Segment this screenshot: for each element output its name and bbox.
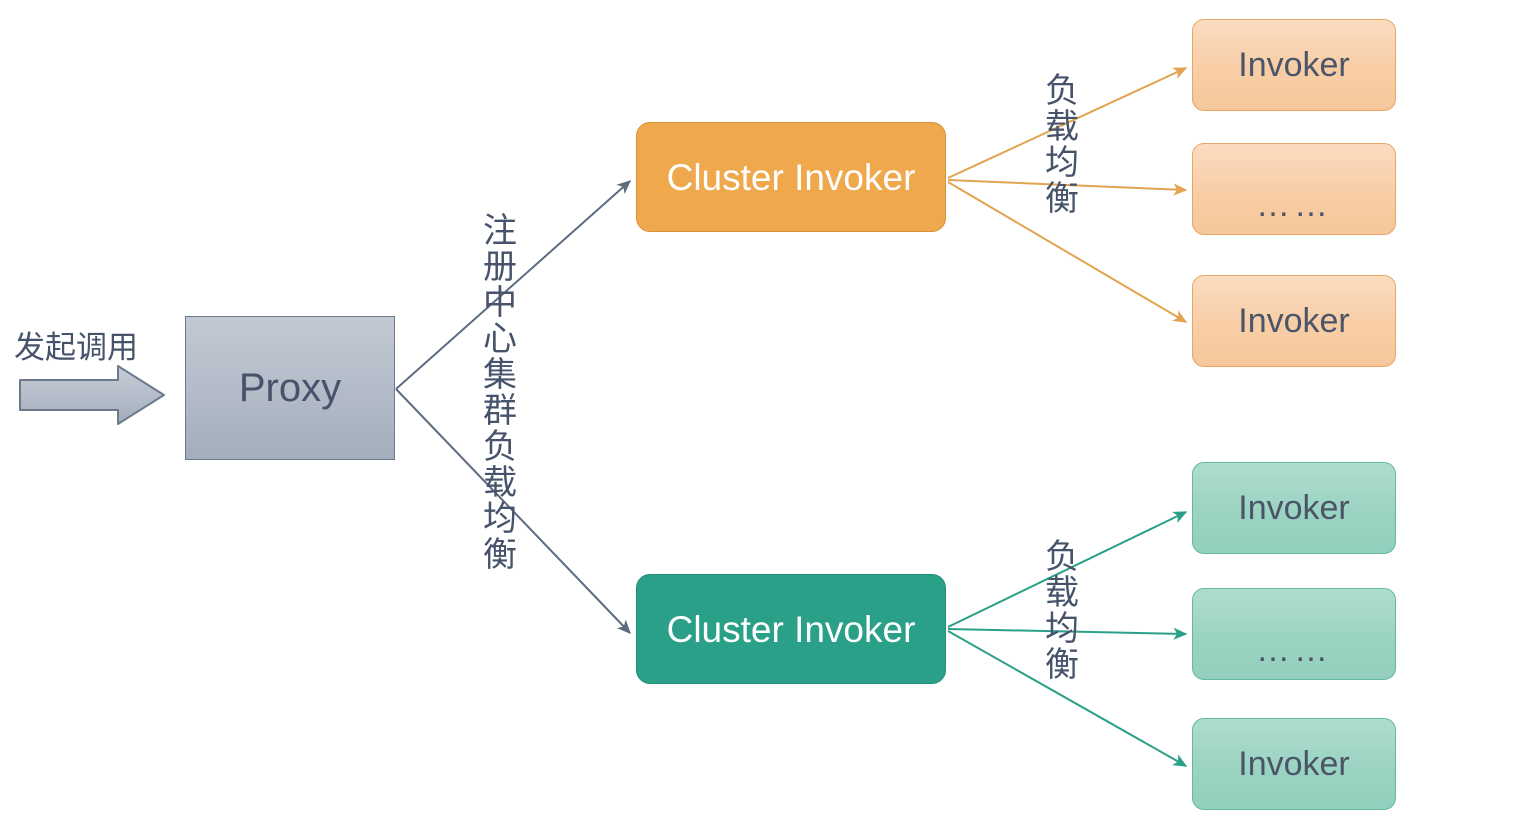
node-invoker-orange-1-label: Invoker (1238, 46, 1350, 84)
node-invoker-green-2[interactable]: …… (1192, 588, 1396, 680)
node-invoker-green-2-label: …… (1256, 631, 1332, 669)
edge-label-load-balance-top: 负载均衡 (1039, 72, 1078, 216)
invoke-caption: 发起调用 (14, 330, 138, 365)
node-invoker-orange-3[interactable]: Invoker (1192, 275, 1396, 367)
node-invoker-orange-2-label: …… (1256, 186, 1332, 224)
node-invoker-green-1[interactable]: Invoker (1192, 462, 1396, 554)
node-proxy-label: Proxy (238, 366, 342, 410)
node-invoker-green-3-label: Invoker (1238, 745, 1350, 783)
node-invoker-green-3[interactable]: Invoker (1192, 718, 1396, 810)
node-cluster-invoker-green-label: Cluster Invoker (666, 608, 916, 650)
node-cluster-invoker-orange-label: Cluster Invoker (666, 156, 916, 198)
node-invoker-green-1-label: Invoker (1238, 489, 1350, 527)
node-invoker-orange-1[interactable]: Invoker (1192, 19, 1396, 111)
node-invoker-orange-3-label: Invoker (1238, 302, 1350, 340)
node-cluster-invoker-orange[interactable]: Cluster Invoker (636, 122, 946, 232)
node-invoker-orange-2[interactable]: …… (1192, 143, 1396, 235)
node-cluster-invoker-green[interactable]: Cluster Invoker (636, 574, 946, 684)
node-proxy[interactable]: Proxy (185, 316, 395, 460)
edge-label-registry: 注册中心集群负载均衡 (477, 212, 516, 572)
invoke-entry-group: 发起调用 (10, 322, 170, 427)
block-arrow-right-icon (19, 365, 165, 425)
edge-label-load-balance-bottom: 负载均衡 (1039, 538, 1078, 682)
